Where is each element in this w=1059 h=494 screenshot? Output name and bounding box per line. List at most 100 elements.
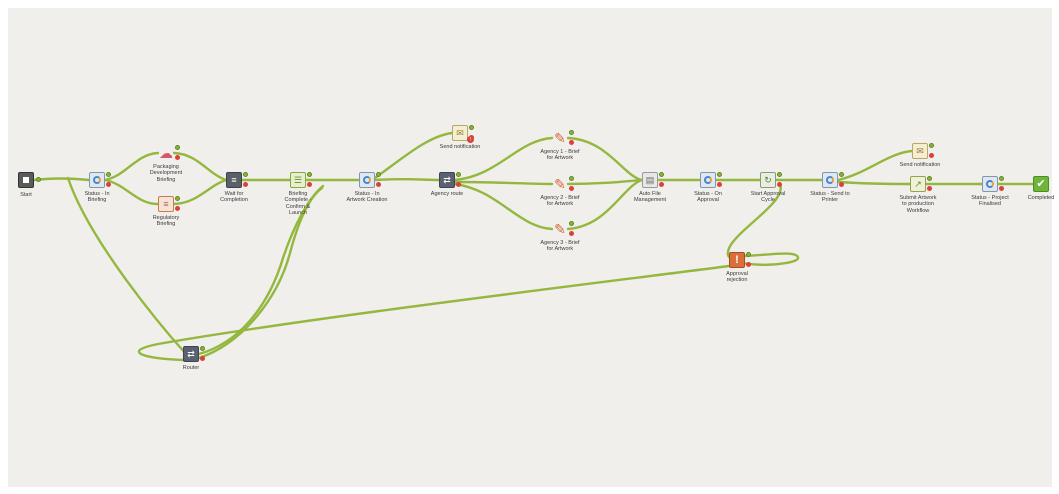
- error-port-icon[interactable]: [456, 182, 461, 187]
- brush-icon[interactable]: ✎: [554, 221, 566, 237]
- submit-icon[interactable]: ↗: [910, 176, 926, 192]
- error-port-icon[interactable]: [659, 182, 664, 187]
- node-label: Start Approval Cycle: [750, 191, 786, 204]
- connection-line: [32, 177, 91, 182]
- error-port-icon[interactable]: [746, 262, 751, 267]
- node-label: Send notification: [439, 144, 481, 150]
- router-icon[interactable]: ⇄: [183, 346, 199, 362]
- connection-line: [836, 149, 914, 182]
- alert-icon[interactable]: !: [729, 252, 745, 268]
- connection-line: [197, 186, 324, 360]
- output-port-icon[interactable]: [175, 145, 180, 150]
- output-port-icon[interactable]: [839, 172, 844, 177]
- error-port-icon[interactable]: [200, 356, 205, 361]
- check-icon[interactable]: ✔: [1033, 176, 1049, 192]
- connection-line: [137, 264, 731, 362]
- output-port-icon[interactable]: [999, 176, 1004, 181]
- error-port-icon[interactable]: [839, 182, 844, 187]
- output-port-icon[interactable]: [200, 346, 205, 351]
- output-port-icon[interactable]: [175, 196, 180, 201]
- node-label: Briefing Complete - Confirm & Launch: [284, 191, 312, 216]
- router-icon[interactable]: ⇄: [439, 172, 455, 188]
- output-port-icon[interactable]: [569, 221, 574, 226]
- connection-line: [453, 180, 554, 186]
- node-label: Agency 1 - Brief for Artwork: [540, 149, 580, 162]
- output-port-icon[interactable]: [307, 172, 312, 177]
- output-port-icon[interactable]: [376, 172, 381, 177]
- connection-line: [373, 131, 454, 180]
- node-label: Agency 3 - Brief for Artwork: [540, 240, 580, 253]
- node-label: Packaging Development Briefing: [149, 164, 183, 183]
- mail-icon[interactable]: ✉: [452, 125, 468, 141]
- output-port-icon[interactable]: [243, 172, 248, 177]
- file-icon[interactable]: ▤: [642, 172, 658, 188]
- connection-line: [373, 177, 441, 182]
- output-port-icon[interactable]: [659, 172, 664, 177]
- connection-line: [453, 182, 554, 231]
- node-label: Agency route: [430, 191, 464, 197]
- workflow-canvas: [8, 8, 1052, 487]
- error-port-icon[interactable]: [999, 186, 1004, 191]
- connection-line: [836, 180, 912, 186]
- error-port-icon[interactable]: [569, 186, 574, 191]
- start-icon[interactable]: [18, 172, 34, 188]
- status-icon[interactable]: [359, 172, 375, 188]
- status-icon[interactable]: [822, 172, 838, 188]
- checklist-icon[interactable]: ☰: [290, 172, 306, 188]
- connection-line: [566, 178, 644, 186]
- output-port-icon[interactable]: [569, 176, 574, 181]
- node-label: Approval rejection: [726, 271, 748, 284]
- status-icon[interactable]: [89, 172, 105, 188]
- node-label: Regulatory Briefing: [152, 215, 180, 228]
- mail-icon[interactable]: ✉: [912, 143, 928, 159]
- output-port-icon[interactable]: [456, 172, 461, 177]
- node-label: Auto File Management: [633, 191, 667, 204]
- error-port-icon[interactable]: [376, 182, 381, 187]
- error-port-icon[interactable]: [927, 186, 932, 191]
- status-icon[interactable]: [982, 176, 998, 192]
- output-port-icon[interactable]: [569, 130, 574, 135]
- brush-icon[interactable]: ✎: [554, 130, 566, 146]
- connection-line: [566, 178, 644, 231]
- output-port-icon[interactable]: [469, 125, 474, 130]
- output-port-icon[interactable]: [717, 172, 722, 177]
- status-icon[interactable]: [700, 172, 716, 188]
- error-port-icon[interactable]: [307, 182, 312, 187]
- output-port-icon[interactable]: [746, 252, 751, 257]
- wait-icon[interactable]: ≡: [226, 172, 242, 188]
- error-port-icon[interactable]: [569, 231, 574, 236]
- brush-icon[interactable]: ✎: [554, 176, 566, 192]
- node-label: Start: [20, 192, 32, 198]
- node-label: Status - In Briefing: [84, 191, 110, 204]
- connection-line: [172, 151, 228, 182]
- output-port-icon[interactable]: [927, 176, 932, 181]
- node-label: Router: [182, 365, 200, 371]
- connection-line: [453, 136, 554, 182]
- error-port-icon[interactable]: [569, 140, 574, 145]
- connection-line: [103, 178, 160, 206]
- output-port-icon[interactable]: [777, 172, 782, 177]
- output-port-icon[interactable]: [106, 172, 111, 177]
- error-port-icon[interactable]: [929, 153, 934, 158]
- node-label: Submit Artwork to production Workflow: [899, 195, 937, 214]
- node-label: Status - In Artwork Creation: [346, 191, 388, 204]
- workflow-connections: [32, 131, 1035, 362]
- node-label: Wait for Completion: [220, 191, 248, 204]
- error-port-icon[interactable]: [243, 182, 248, 187]
- error-port-icon[interactable]: [175, 206, 180, 211]
- error-port-icon[interactable]: [106, 182, 111, 187]
- node-label: Completed: [1027, 195, 1055, 201]
- node-label: Agency 2 - Brief for Artwork: [540, 195, 580, 208]
- output-port-icon[interactable]: [929, 143, 934, 148]
- connection-line: [566, 136, 644, 182]
- error-port-icon[interactable]: [175, 155, 180, 160]
- error-port-icon[interactable]: [777, 182, 782, 187]
- warning-badge-icon: !: [467, 136, 474, 143]
- node-label: Status - Send to Printer: [810, 191, 850, 204]
- brief-icon[interactable]: ≡: [158, 196, 174, 212]
- node-label: Status - Project Finalised: [971, 195, 1009, 208]
- cycle-icon[interactable]: ↻: [760, 172, 776, 188]
- error-port-icon[interactable]: [717, 182, 722, 187]
- cloud-icon[interactable]: ☁: [159, 145, 173, 161]
- output-port-icon[interactable]: [36, 177, 41, 182]
